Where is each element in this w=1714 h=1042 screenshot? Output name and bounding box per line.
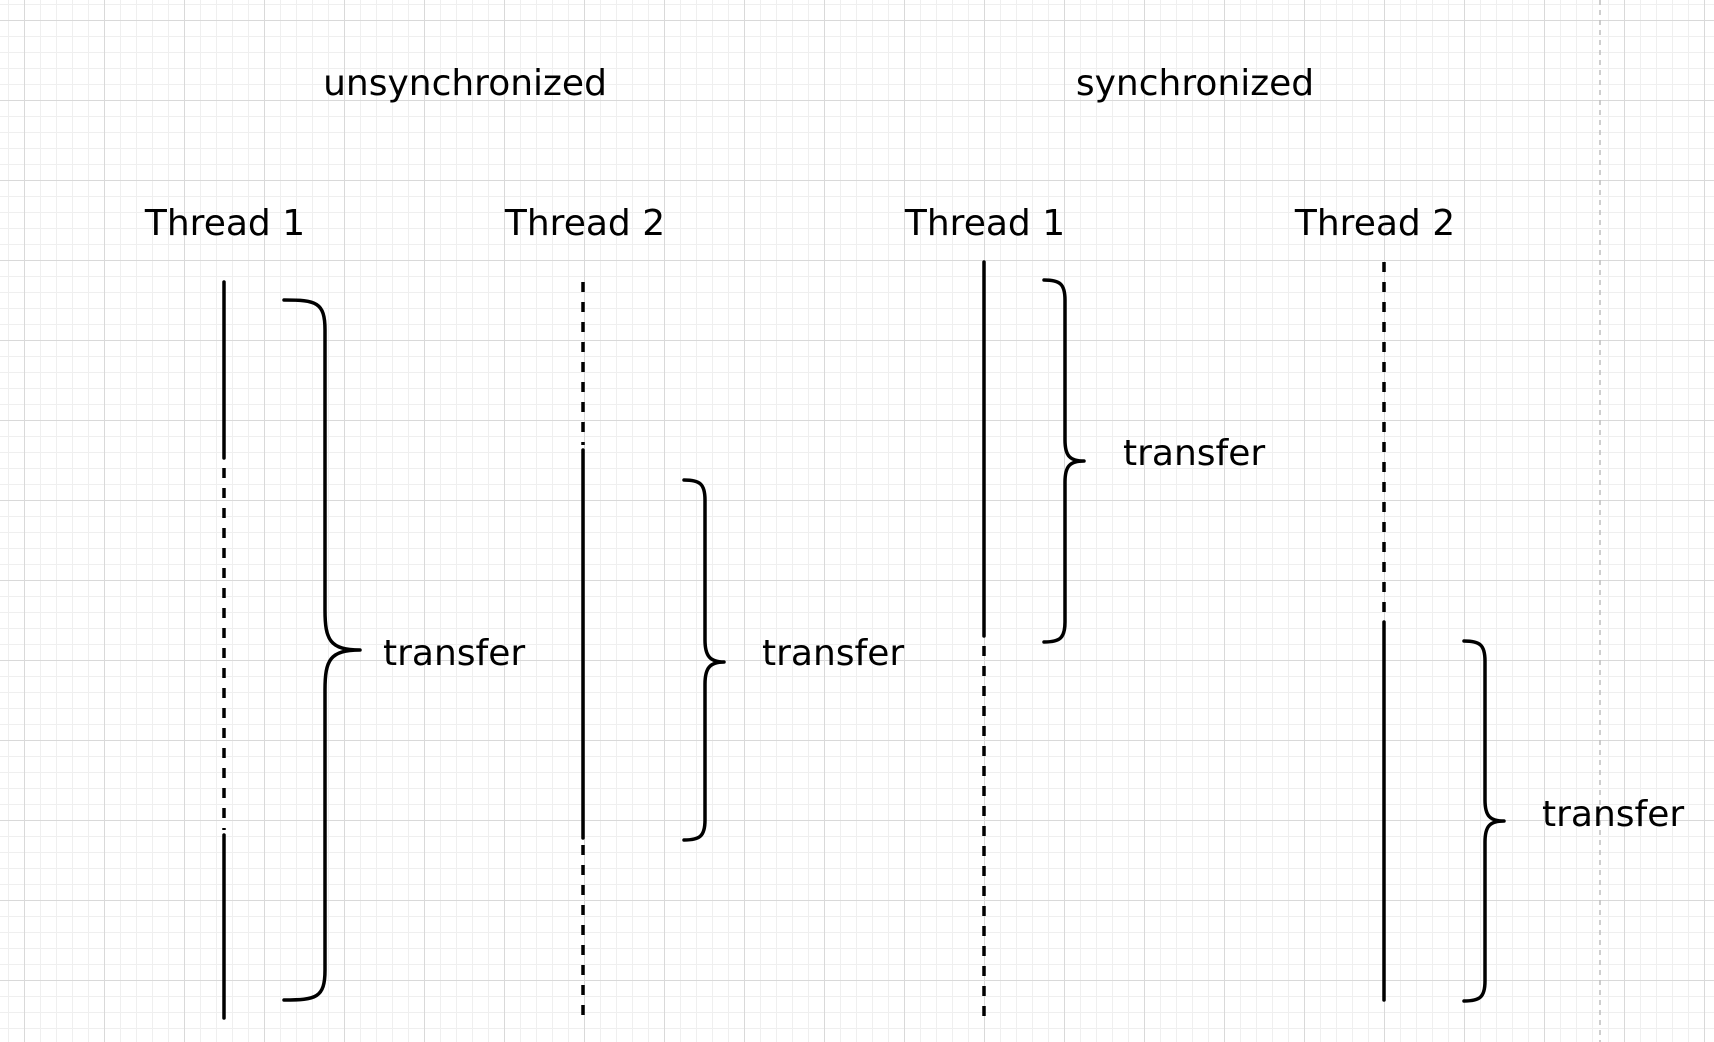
synchronized-title: synchronized [1076,63,1314,104]
unsync-thread1-transfer-label: transfer [383,633,525,674]
sync-thread2-brace [1462,639,1506,1003]
unsync-thread1-brace [282,298,362,1002]
unsynchronized-title: unsynchronized [323,63,607,104]
unsync-thread2-transfer-label: transfer [762,633,904,674]
unsync-thread1-label: Thread 1 [144,203,305,244]
sync-thread2-transfer-label: transfer [1542,794,1684,835]
unsync-thread2-brace [682,478,726,842]
sync-thread2-label: Thread 2 [1294,203,1455,244]
sync-thread1-label: Thread 1 [904,203,1065,244]
unsync-thread2-label: Thread 2 [504,203,665,244]
sync-thread1-brace [1042,278,1086,644]
sync-thread1-transfer-label: transfer [1123,433,1265,474]
